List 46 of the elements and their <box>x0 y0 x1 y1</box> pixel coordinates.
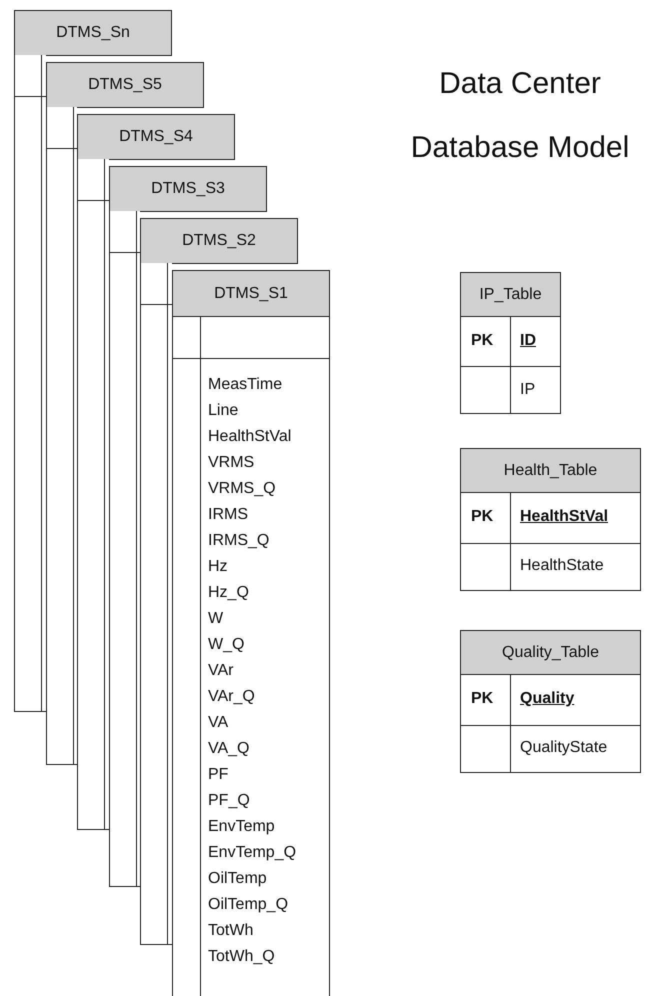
field-name: Line <box>208 402 238 420</box>
field-name: EnvTemp <box>208 818 275 836</box>
table-header: IP_Table <box>461 273 560 317</box>
field-name: VA_Q <box>208 740 250 758</box>
field-name: MeasTime <box>208 376 282 394</box>
table-box <box>460 272 561 414</box>
table-header: Quality_Table <box>461 631 640 675</box>
field-name: VAr <box>208 662 234 680</box>
diagram-title: Data Center Database Model <box>410 66 630 166</box>
field-name: PF_Q <box>208 792 250 810</box>
table-box <box>172 270 330 996</box>
primary-key-label: PK <box>471 332 494 350</box>
table-header: Health_Table <box>461 449 640 493</box>
field-name: HealthState <box>520 557 604 576</box>
field-name: VRMS_Q <box>208 480 276 498</box>
field-name: W_Q <box>208 636 244 654</box>
field-name: Hz <box>208 558 228 576</box>
field-name: OilTemp <box>208 870 267 888</box>
field-name: QualityState <box>520 739 608 758</box>
field-name: Hz_Q <box>208 584 249 602</box>
table-header: DTMS_S5 <box>46 62 204 108</box>
field-name: HealthStVal <box>208 428 292 446</box>
field-name: VAr_Q <box>208 688 255 706</box>
primary-key-label: PK <box>471 690 494 708</box>
field-name: OilTemp_Q <box>208 896 288 914</box>
field-name: VA <box>208 714 228 732</box>
field-name: VRMS <box>208 454 254 472</box>
field-name: TotWh <box>208 922 254 940</box>
field-name: W <box>208 610 224 628</box>
table-box <box>460 630 641 773</box>
field-name: EnvTemp_Q <box>208 844 296 862</box>
table-header: DTMS_S2 <box>140 218 298 264</box>
table-header: DTMS_S4 <box>77 114 235 160</box>
table-header: DTMS_Sn <box>14 10 172 56</box>
field-name: IP <box>520 380 536 398</box>
key-field-name: ID <box>520 332 536 350</box>
field-name: IRMS_Q <box>208 532 270 550</box>
key-field-name: Quality <box>520 690 574 708</box>
field-name: TotWh_Q <box>208 948 275 966</box>
table-header: DTMS_S3 <box>109 166 267 212</box>
table-box <box>460 448 641 591</box>
field-name: IRMS <box>208 506 248 524</box>
table-header: DTMS_S1 <box>173 271 329 317</box>
key-field-name: HealthStVal <box>520 508 608 526</box>
field-name: PF <box>208 766 228 784</box>
primary-key-label: PK <box>471 508 494 526</box>
